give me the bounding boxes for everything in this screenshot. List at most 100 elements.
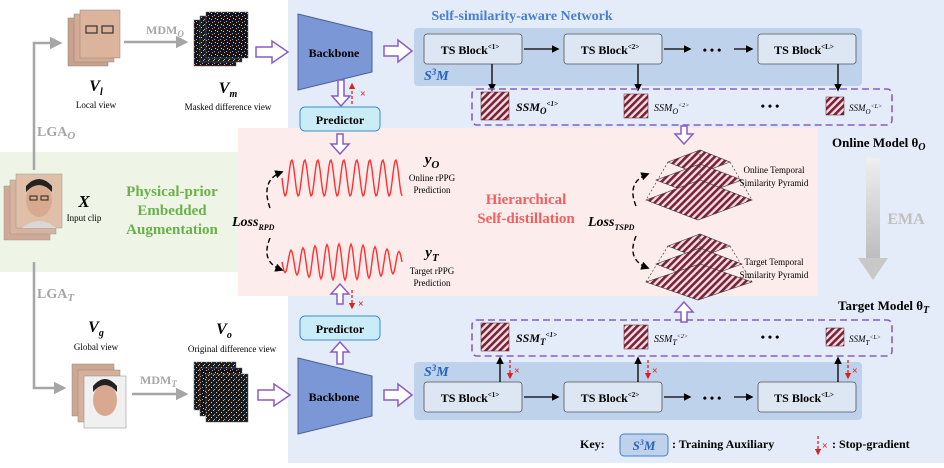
online-predictor-label: Predictor — [316, 113, 365, 127]
ssm-to-pyramid-arrows — [673, 125, 695, 323]
target-pyr-line-2: Similarity Pyramid — [740, 270, 809, 280]
target-ssm-dots: • • • — [761, 330, 780, 344]
online-ts-block-L: TS Block<L> — [757, 33, 857, 65]
ema-label: EMA — [887, 211, 925, 228]
online-ssm-L-label: SSMO<L> — [849, 103, 882, 116]
global-view-stack — [71, 363, 127, 429]
target-ssm-1-matrix — [480, 322, 510, 352]
target-ssm-2-label: SSMT<2> — [654, 334, 688, 347]
online-ssm-1-label: SSMO<1> — [516, 100, 558, 116]
backbone-to-s3m-arrow-online — [383, 38, 414, 64]
local-view-stack — [67, 9, 121, 67]
target-ts-dots: • • • — [703, 391, 722, 405]
network-title: Self-similarity-aware Network — [431, 9, 613, 24]
vo-symbol: Vo — [216, 321, 232, 341]
svg-text:×: × — [822, 441, 828, 452]
online-pred-line-2: Prediction — [414, 185, 451, 195]
online-backbone-label: Backbone — [309, 46, 360, 60]
augmentation-line-3: Augmentation — [126, 222, 218, 238]
online-ts-block-2: TS Block<2> — [563, 33, 663, 65]
target-ts-block-L: TS Block<L> — [757, 381, 857, 413]
target-model-label: Target Model θT — [838, 298, 930, 316]
online-backbone — [297, 13, 373, 91]
key-legend: Key: S3M : Training Auxiliary × : Stop-g… — [580, 433, 910, 457]
ema-arrow — [858, 158, 888, 280]
target-stop-gradient-predictor: × — [348, 290, 364, 310]
online-ssm-L-matrix — [825, 96, 845, 116]
svg-text:×: × — [360, 89, 366, 100]
target-similarity-pyramid — [645, 233, 753, 301]
online-ts-dots: • • • — [703, 43, 722, 57]
svg-text:TS Block<2>: TS Block<2> — [581, 391, 640, 405]
target-s3m-label: S3M — [424, 363, 449, 380]
input-label: Input clip — [67, 213, 102, 223]
masked-view-stack — [193, 11, 249, 67]
vm-symbol: Vm — [219, 80, 238, 100]
target-predictor-input-arrow — [329, 282, 351, 305]
hsd-line-2: Self-distillation — [477, 211, 575, 227]
loss-rpd-label: LossRPD — [231, 215, 275, 232]
target-pyr-line-1: Target Temporal — [744, 257, 804, 267]
mdm-o-label: MDMO — [146, 23, 184, 39]
svg-text:TS Block<L>: TS Block<L> — [774, 43, 834, 57]
target-predictor — [299, 315, 381, 341]
svg-text:×: × — [358, 299, 364, 310]
online-pyr-line-1: Online Temporal — [744, 165, 805, 175]
vl-symbol: Vl — [89, 78, 103, 98]
online-backbone-predictor-arrow — [330, 79, 352, 108]
key-s3m-box — [619, 433, 669, 457]
svg-text:×: × — [852, 366, 858, 377]
svg-text:TS Block<1>: TS Block<1> — [441, 43, 500, 57]
svg-text:TS Block<2>: TS Block<2> — [581, 43, 640, 57]
key-label: Key: — [580, 437, 605, 451]
target-backbone-label: Backbone — [309, 390, 360, 404]
online-pyr-line-2: Similarity Pyramid — [740, 178, 809, 188]
online-ts-block-1: TS Block<1> — [423, 33, 523, 65]
online-ssm-2-matrix — [623, 93, 649, 119]
original-view-stack — [193, 361, 249, 423]
target-backbone-predictor-arrow — [329, 340, 351, 365]
vo-label: Original difference view — [188, 344, 277, 354]
target-ssm-box — [471, 319, 893, 357]
hsd-line-1: Hierarchical — [486, 192, 567, 208]
vm-label: Masked difference view — [185, 102, 272, 112]
target-ssm-L-label: SSMT<L> — [849, 334, 881, 347]
key-stop-label: : Stop-gradient — [832, 437, 910, 451]
key-aux-label: : Training Auxiliary — [672, 437, 774, 451]
target-ssm-2-matrix — [623, 324, 649, 350]
input-clip-stack — [3, 173, 63, 241]
target-ts-block-1: TS Block<1> — [423, 381, 523, 413]
vg-label: Global view — [74, 342, 119, 352]
svg-text:TS Block<L>: TS Block<L> — [774, 391, 834, 405]
online-s3m-label: S3M — [424, 67, 449, 84]
online-rppg-wave — [281, 158, 403, 198]
online-ssm-box — [471, 88, 893, 126]
target-pred-line-1: Target rPPG — [410, 266, 455, 276]
online-pred-line-1: Online rPPG — [409, 173, 456, 183]
svg-text:TS Block<1>: TS Block<1> — [441, 391, 500, 405]
lga-t-label: LGAT — [37, 287, 75, 304]
mdm-t-label: MDMT — [140, 373, 177, 389]
online-ssm-1-matrix — [480, 91, 510, 121]
target-predictor-label: Predictor — [316, 322, 365, 336]
loss-tspd-label: LossTSPD — [587, 215, 635, 232]
augmentation-line-1: Physical-prior — [126, 184, 218, 200]
online-model-label: Online Model θO — [832, 135, 925, 153]
online-predictor — [299, 106, 381, 132]
target-ssm-L-matrix — [825, 327, 845, 347]
augmentation-line-2: Embedded — [137, 203, 207, 219]
target-backbone — [297, 357, 373, 435]
target-y-symbol: yT — [423, 245, 440, 264]
online-ssm-2-label: SSMO<2> — [654, 103, 689, 116]
online-ssm-dots: • • • — [761, 99, 780, 113]
loss-rpd-curves — [266, 170, 284, 272]
input-to-backbone-arrows — [255, 39, 292, 408]
target-rppg-wave — [281, 242, 403, 282]
online-similarity-pyramid — [645, 149, 753, 221]
vl-label: Local view — [76, 100, 117, 110]
svg-text:×: × — [514, 366, 520, 377]
vg-symbol: Vg — [88, 319, 104, 339]
online-stop-gradient: × — [348, 82, 366, 104]
lga-branch-lines — [32, 36, 67, 395]
